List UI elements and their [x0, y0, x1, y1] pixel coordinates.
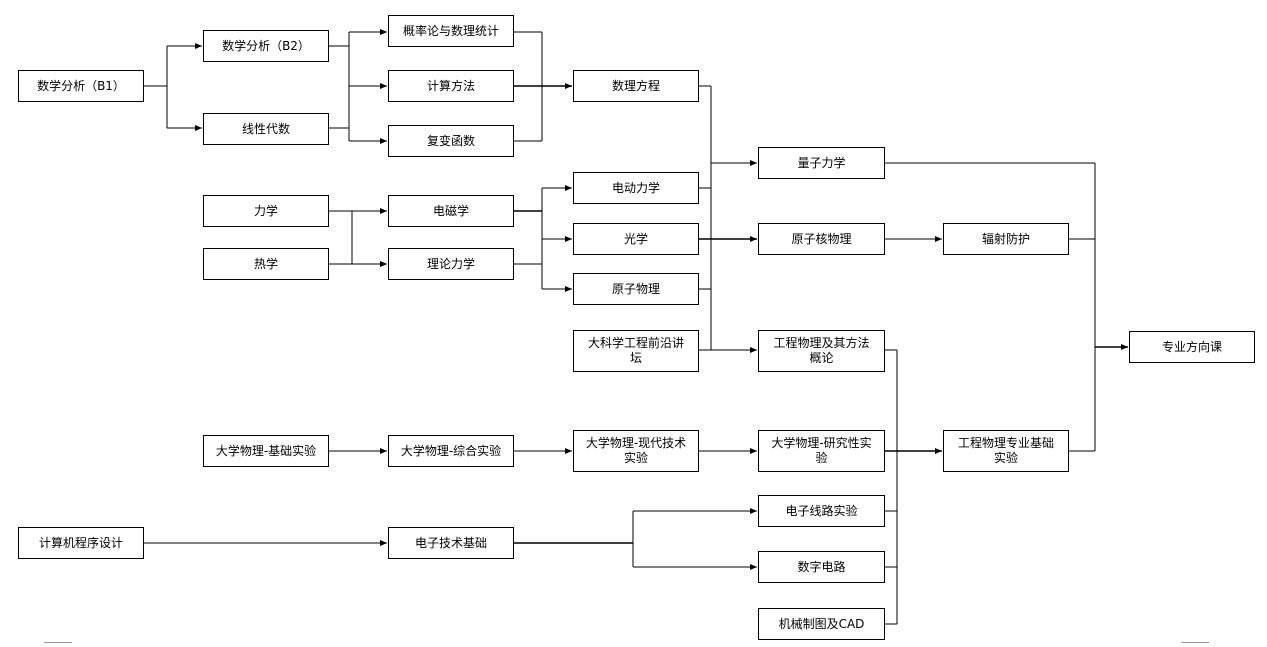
node-label: 电磁学	[432, 203, 469, 218]
node-circuit-lab: 电子线路实验	[758, 495, 885, 527]
node-label: 大学物理-现代技术 实验	[585, 436, 687, 465]
node-label: 线性代数	[241, 121, 290, 136]
node-eng-phys-major-lab: 工程物理专业基础 实验	[943, 430, 1069, 472]
node-label: 电动力学	[611, 180, 660, 195]
node-electromagnetism: 电磁学	[388, 195, 514, 227]
node-label: 专业方向课	[1161, 339, 1222, 354]
node-label: 工程物理专业基础 实验	[957, 436, 1054, 465]
node-label: 计算方法	[426, 78, 475, 93]
node-phys-lab-modern: 大学物理-现代技术 实验	[573, 430, 699, 472]
node-programming: 计算机程序设计	[18, 527, 144, 559]
node-computation: 计算方法	[388, 70, 514, 102]
node-probability: 概率论与数理统计	[388, 15, 514, 47]
node-mech-drawing-cad: 机械制图及CAD	[758, 608, 885, 640]
node-label: 理论力学	[426, 256, 475, 271]
node-label: 大科学工程前沿讲 坛	[587, 336, 684, 365]
node-label: 原子核物理	[791, 231, 852, 246]
page-corner-mark-right	[1181, 642, 1209, 643]
node-eng-physics-intro: 工程物理及其方法 概论	[758, 330, 885, 372]
node-label: 大学物理-综合实验	[400, 443, 502, 458]
node-electrodynamics: 电动力学	[573, 172, 699, 204]
node-label: 辐射防护	[981, 231, 1030, 246]
node-label: 原子物理	[611, 281, 660, 296]
node-quantum-mechanics: 量子力学	[758, 147, 885, 179]
node-optics: 光学	[573, 223, 699, 255]
node-frontier-forum: 大科学工程前沿讲 坛	[573, 330, 699, 372]
node-math-b2: 数学分析（B2）	[203, 30, 329, 62]
node-label: 数学分析（B2）	[222, 38, 310, 53]
node-label: 复变函数	[426, 133, 475, 148]
node-complex-functions: 复变函数	[388, 125, 514, 157]
node-math-physics-eq: 数理方程	[573, 70, 699, 102]
node-phys-lab-comprehensive: 大学物理-综合实验	[388, 435, 514, 467]
node-label: 光学	[623, 231, 648, 246]
page-corner-mark-left	[44, 642, 72, 643]
node-label: 数学分析（B1）	[37, 78, 125, 93]
node-theoretical-mechanics: 理论力学	[388, 248, 514, 280]
node-label: 力学	[253, 203, 278, 218]
node-label: 电子线路实验	[785, 503, 858, 518]
node-phys-lab-basic: 大学物理-基础实验	[203, 435, 329, 467]
node-label: 量子力学	[797, 155, 846, 170]
node-label: 电子技术基础	[414, 535, 487, 550]
node-label: 概率论与数理统计	[402, 23, 499, 38]
node-label: 计算机程序设计	[38, 535, 123, 550]
node-digital-circuit: 数字电路	[758, 551, 885, 583]
node-label: 大学物理-基础实验	[215, 443, 317, 458]
node-label: 热学	[253, 256, 278, 271]
node-label: 数理方程	[611, 78, 660, 93]
node-label: 机械制图及CAD	[778, 616, 865, 631]
node-math-b1: 数学分析（B1）	[18, 70, 144, 102]
node-atomic-physics: 原子物理	[573, 273, 699, 305]
node-label: 数字电路	[797, 559, 846, 574]
node-major-direction: 专业方向课	[1129, 331, 1255, 363]
node-label: 大学物理-研究性实 验	[771, 436, 872, 465]
node-electronics-basics: 电子技术基础	[388, 527, 514, 559]
node-nuclear-physics: 原子核物理	[758, 223, 885, 255]
node-radiation-protection: 辐射防护	[943, 223, 1069, 255]
node-thermal: 热学	[203, 248, 329, 280]
node-linear-algebra: 线性代数	[203, 113, 329, 145]
node-phys-lab-research: 大学物理-研究性实 验	[758, 430, 885, 472]
node-mechanics: 力学	[203, 195, 329, 227]
node-label: 工程物理及其方法 概论	[773, 336, 870, 365]
